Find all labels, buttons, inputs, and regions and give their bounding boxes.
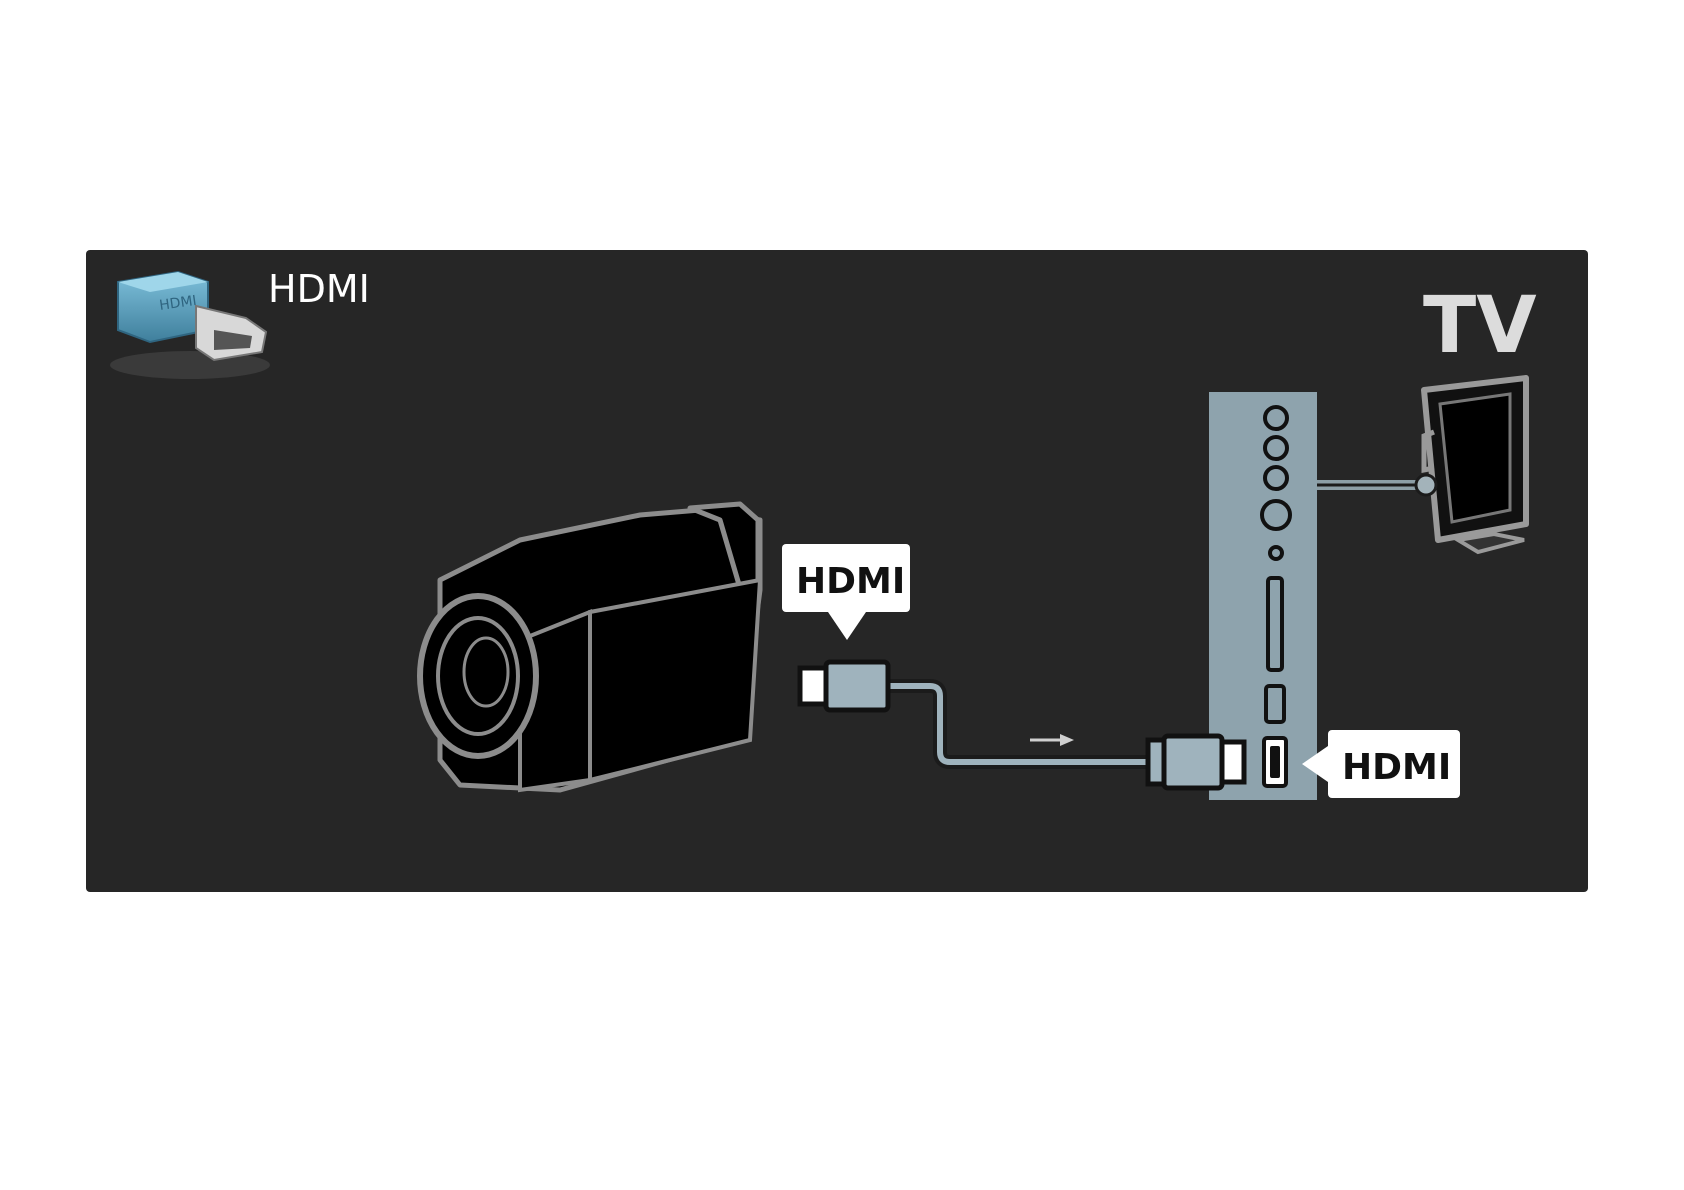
camera-hdmi-plug xyxy=(800,662,888,710)
tv-icon xyxy=(1424,378,1526,552)
camera-port-label: HDMI xyxy=(796,561,905,602)
tv-port-panel xyxy=(1209,392,1317,800)
tv-port-label: HDMI xyxy=(1342,747,1451,788)
device-label: TV xyxy=(1423,281,1537,371)
camcorder-icon xyxy=(420,504,760,790)
signal-direction-arrow-icon xyxy=(1030,734,1074,746)
tv-hdmi-plug xyxy=(1148,736,1244,788)
camera-hdmi-label: HDMI xyxy=(782,544,910,640)
legend-label: HDMI xyxy=(268,267,370,311)
hdmi-connector-icon: HDMI xyxy=(110,272,270,379)
tv-hdmi-label: HDMI xyxy=(1302,730,1460,798)
